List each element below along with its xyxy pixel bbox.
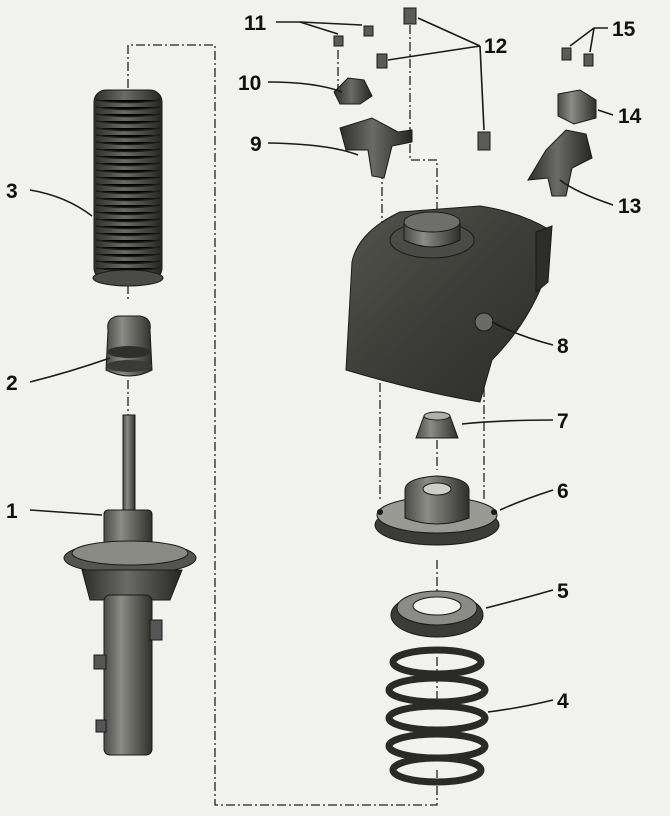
callout-13: 13 xyxy=(618,195,641,218)
small-bracket xyxy=(333,77,373,105)
callout-labels: 1 2 3 4 5 6 7 8 9 10 11 12 13 14 15 xyxy=(6,12,642,713)
bump-stop xyxy=(105,315,153,377)
boot-ribs xyxy=(95,99,161,272)
bolts-right xyxy=(561,47,594,67)
callout-8: 8 xyxy=(557,335,569,358)
coil-spring xyxy=(385,646,489,786)
callout-3: 3 xyxy=(6,180,18,203)
boot-rib xyxy=(95,169,161,174)
boot-rib xyxy=(95,162,161,167)
boot-rib xyxy=(95,190,161,195)
callout-1: 1 xyxy=(6,500,18,523)
spring-coil xyxy=(385,730,489,762)
callout-9: 9 xyxy=(250,133,262,156)
boot-rib xyxy=(95,113,161,118)
callout-2: 2 xyxy=(6,372,18,395)
boot-rib xyxy=(95,211,161,216)
callout-11: 11 xyxy=(244,12,267,35)
spring-coil xyxy=(389,754,485,786)
boot-rib xyxy=(95,246,161,251)
callout-15: 15 xyxy=(612,18,636,41)
callout-5: 5 xyxy=(557,580,569,603)
boot-rib xyxy=(95,260,161,265)
boot-rib xyxy=(95,127,161,132)
boot-rib xyxy=(95,253,161,258)
boot-rib xyxy=(95,148,161,153)
boot-rib xyxy=(95,134,161,139)
callout-leaders xyxy=(29,17,614,713)
callout-12: 12 xyxy=(484,35,507,58)
callout-6: 6 xyxy=(557,480,569,503)
mount-block xyxy=(557,89,597,125)
callout-14: 14 xyxy=(618,105,642,128)
strut-mount xyxy=(374,475,500,546)
spring-coil xyxy=(389,646,485,678)
protective-boot xyxy=(92,89,164,287)
spring-coil xyxy=(385,674,489,706)
boot-rib xyxy=(95,141,161,146)
mounting-bracket-left xyxy=(339,117,413,179)
boot-rib xyxy=(95,106,161,111)
boot-rib xyxy=(95,218,161,223)
boot-rib xyxy=(95,239,161,244)
boot-rib xyxy=(95,99,161,104)
boot-rib xyxy=(95,204,161,209)
callout-7: 7 xyxy=(557,410,569,433)
boot-rib xyxy=(95,155,161,160)
spring-seat xyxy=(390,590,484,638)
callout-10: 10 xyxy=(238,72,261,95)
boot-rib xyxy=(95,183,161,188)
mounting-bracket-right xyxy=(527,129,593,197)
callout-4: 4 xyxy=(557,690,569,713)
strut-housing xyxy=(345,205,553,403)
boot-rib xyxy=(95,176,161,181)
boot-rib xyxy=(95,120,161,125)
boot-rib xyxy=(95,232,161,237)
spring-coils xyxy=(385,646,489,786)
bolts xyxy=(333,7,491,151)
strut-nut xyxy=(415,411,459,439)
shock-absorber-strut xyxy=(63,414,197,756)
boot-rib xyxy=(95,197,161,202)
spring-coil xyxy=(385,702,489,734)
boot-rib xyxy=(95,225,161,230)
